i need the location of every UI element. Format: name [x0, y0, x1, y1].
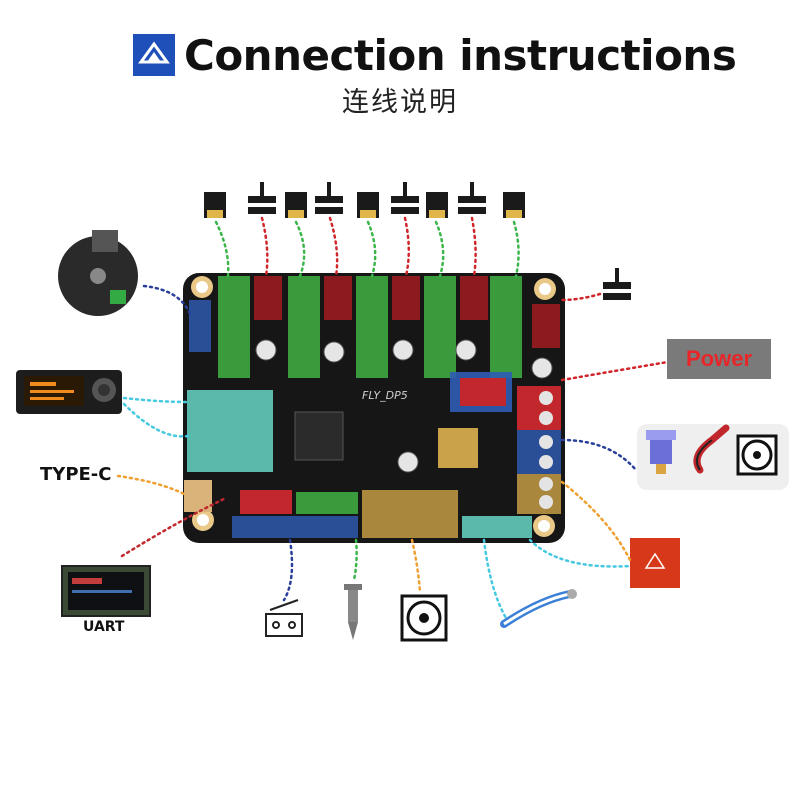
power-terminal	[517, 386, 561, 430]
board-name: FLY_DP5	[362, 389, 408, 402]
title-row: Connection instructions	[0, 30, 800, 86]
left-blue-header	[189, 300, 211, 352]
thermistor-icon	[500, 589, 577, 628]
mellow-logo	[133, 34, 175, 76]
mcu-chip	[294, 411, 344, 461]
stepper-driver-sockets	[218, 276, 522, 378]
hotend-panel	[637, 424, 789, 490]
page-title: Connection instructions	[184, 31, 737, 80]
typec-label: TYPE-C	[40, 464, 112, 485]
endstop-switch-icon	[265, 599, 303, 637]
bottom-green-header	[296, 492, 358, 514]
lcd-screen-icon	[16, 370, 122, 414]
power-label: Power	[685, 346, 753, 371]
fan-headers	[362, 490, 458, 538]
stepper-driver-icons	[204, 192, 525, 218]
heater-terminal	[517, 430, 561, 474]
usb-port	[184, 480, 212, 512]
bed-terminal	[517, 474, 561, 514]
uart-label: UART	[83, 619, 125, 635]
thermistor-headers	[462, 516, 532, 538]
control-board-icon	[58, 230, 138, 316]
power-badge: Power	[667, 339, 771, 379]
motor-connectors	[254, 276, 560, 348]
control-board	[183, 273, 565, 543]
motor-connector-icons	[248, 182, 631, 300]
capacitors	[255, 339, 553, 473]
page-subtitle: 连线说明	[342, 87, 458, 118]
uart-display-icon	[61, 565, 151, 617]
exp-headers	[187, 390, 273, 472]
fan-icon	[400, 594, 448, 642]
top-wires	[214, 216, 602, 302]
probe-icon	[344, 584, 362, 640]
bottom-red-header	[240, 490, 292, 514]
endstop-headers	[232, 516, 358, 538]
heated-bed-icon	[630, 538, 680, 588]
module-socket	[438, 428, 478, 468]
